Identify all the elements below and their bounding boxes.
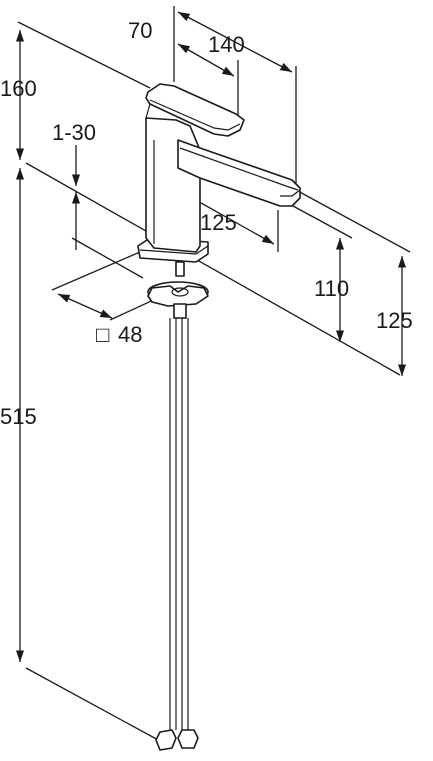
label-125-height: 125 [376, 308, 413, 333]
dim-line-48 [57, 293, 113, 319]
label-square-symbol: □ [96, 322, 109, 347]
label-160: 160 [0, 76, 37, 101]
hose-fitting-left [155, 729, 177, 751]
label-125-reach: 125 [200, 210, 237, 235]
deck-thickness-dimension [71, 145, 144, 279]
mounting-rod [175, 261, 185, 277]
lever-joint [145, 103, 151, 119]
dim-line-140 [177, 11, 293, 73]
extension-line-top [17, 21, 151, 89]
extension-line-spout-top [295, 189, 411, 253]
top-depth-dimensions [173, 6, 297, 190]
hose-fitting-right [177, 729, 199, 749]
extension-line-deck [25, 162, 401, 376]
label-1-30: 1-30 [52, 120, 96, 145]
right-height-dimensions [281, 189, 411, 376]
extension-line-bottom [25, 667, 161, 742]
label-515: 515 [0, 404, 37, 429]
label-140: 140 [208, 32, 245, 57]
label-70: 70 [128, 18, 152, 43]
lever-lower-edge [149, 99, 241, 131]
faucet-spout [177, 139, 301, 207]
mounting-nut [173, 303, 187, 319]
extension-line-outlet-height [281, 199, 353, 239]
extension-line-deck-underside [71, 237, 144, 279]
extension-line-base-left [51, 251, 141, 291]
spout-top-edge [179, 147, 299, 191]
label-110: 110 [314, 276, 349, 301]
base-plate-edge [139, 245, 209, 255]
lever-handle [145, 83, 245, 137]
spout-outlet-edge [280, 189, 301, 197]
label-48: 48 [118, 322, 142, 347]
bracket-hole [171, 287, 189, 297]
faucet-body [137, 83, 301, 751]
